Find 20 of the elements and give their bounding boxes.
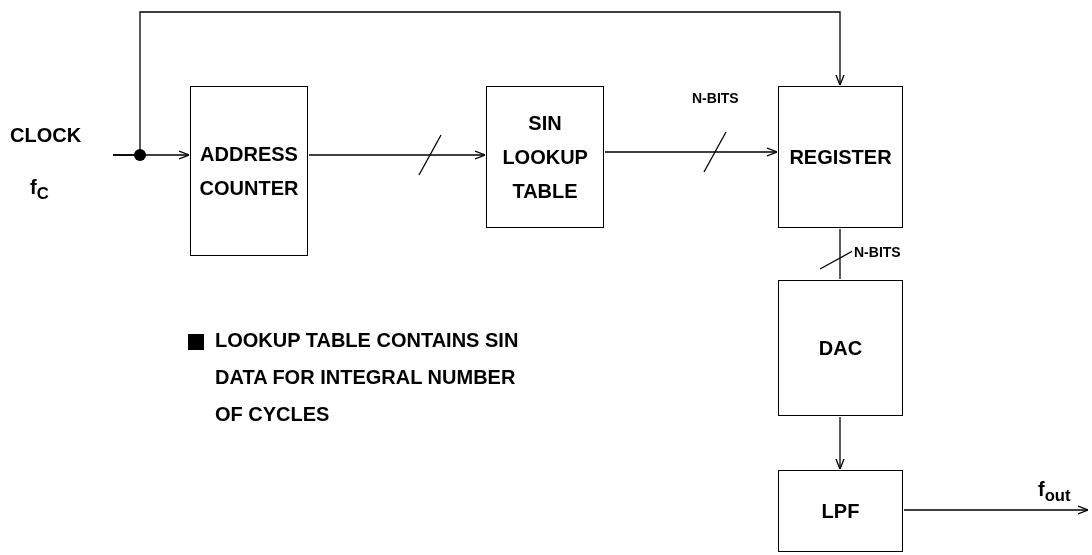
arrow	[308, 150, 486, 160]
block-label: DAC	[817, 336, 864, 361]
block-box	[778, 86, 903, 228]
block-box	[190, 86, 308, 256]
edge-label: N-BITS	[852, 244, 903, 260]
block-box	[778, 470, 903, 552]
block-label: SIN LOOKUP TABLE	[501, 111, 589, 204]
arrow	[112, 11, 845, 156]
signal-name: CLOCK	[10, 123, 82, 148]
block-box	[778, 280, 903, 416]
arrow	[604, 147, 778, 157]
arrow	[835, 416, 845, 470]
signal-frequency: f$_{C}$	[30, 175, 49, 205]
block-label: REGISTER	[788, 145, 893, 170]
edge-label: N-BITS	[690, 90, 741, 106]
note-text: LOOKUP TABLE CONTAINS SIN DATA FOR INTEGRAL NUMBER OF CYCLES	[215, 328, 520, 427]
block-label: LPF	[820, 499, 861, 524]
arrow	[903, 505, 1089, 515]
block-label: ADDRESS COUNTER	[198, 142, 300, 201]
block-box	[486, 86, 604, 228]
